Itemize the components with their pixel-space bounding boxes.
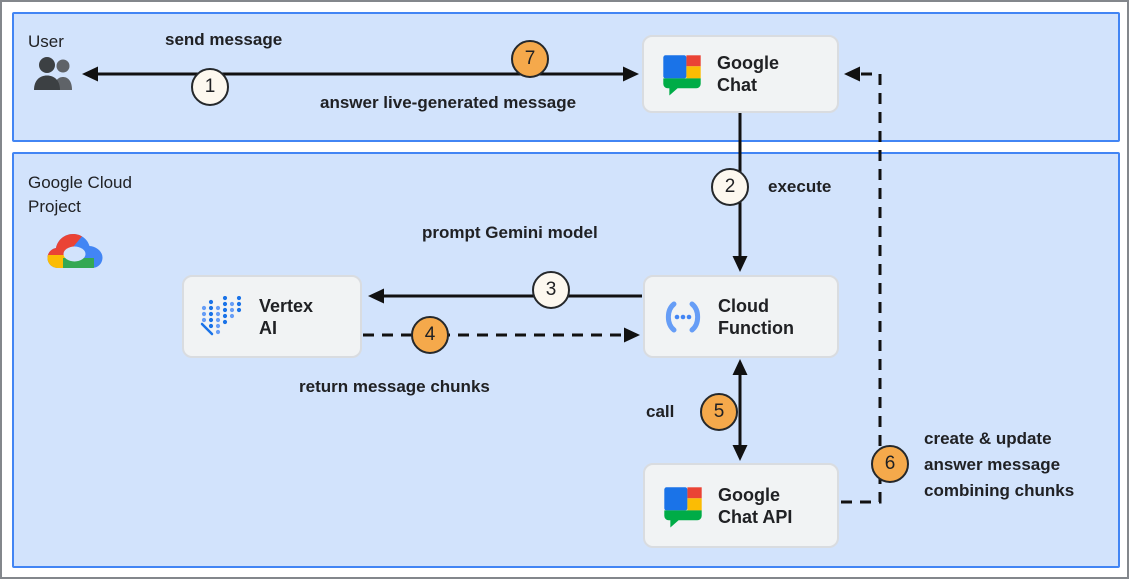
google-cloud-panel-label: Google Cloud Project (28, 171, 132, 219)
cloud-function-node-title: Cloud Function (718, 295, 794, 339)
google-chat-api-title-line2: Chat API (718, 506, 793, 527)
vertex-ai-icon (200, 295, 242, 335)
cloud-function-icon (665, 301, 701, 332)
flow-label-call: call (646, 402, 675, 421)
google-chat-title-line1: Google (717, 53, 779, 73)
google-chat-icon (663, 55, 701, 96)
flow-label-create-update-line3: combining chunks (924, 481, 1075, 500)
flow-label-create-update-line2: answer message (924, 455, 1061, 474)
google-chat-node: Google Chat (642, 35, 839, 113)
step-badge-1: 1 (191, 68, 229, 106)
google-chat-api-node-title: Google Chat API (718, 484, 792, 528)
google-chat-icon (664, 486, 702, 527)
google-cloud-panel-label-line1: Google Cloud (28, 173, 132, 192)
google-cloud-panel: Google Cloud Project (12, 152, 1120, 568)
step-badge-2: 2 (711, 168, 749, 206)
google-chat-api-title-line1: Google (718, 484, 780, 505)
flow-label-execute: execute (768, 177, 832, 196)
cloud-function-title-line2: Function (718, 317, 794, 338)
flow-label-return-chunks: return message chunks (299, 377, 490, 396)
vertex-ai-node: Vertex AI (182, 275, 362, 358)
google-chat-api-node: Google Chat API (643, 463, 839, 548)
vertex-ai-title-line1: Vertex (259, 295, 314, 316)
flow-label-send-message: send message (165, 30, 283, 49)
google-chat-title-line2: Chat (717, 75, 757, 95)
step-badge-7: 7 (511, 40, 549, 78)
step-badge-4: 4 (411, 316, 449, 354)
vertex-ai-node-title: Vertex AI (259, 295, 313, 339)
flow-label-prompt-gemini: prompt Gemini model (422, 223, 598, 242)
users-icon (34, 57, 72, 90)
flow-label-answer-message: answer live-generated message (320, 93, 577, 112)
google-chat-node-title: Google Chat (717, 52, 779, 96)
cloud-function-title-line1: Cloud (718, 295, 769, 316)
flow-label-create-update: create & update answer message combining… (924, 426, 1074, 504)
cloud-function-node: Cloud Function (643, 275, 839, 358)
user-panel-label: User (28, 32, 64, 51)
step-badge-5: 5 (700, 393, 738, 431)
google-cloud-icon (47, 234, 103, 268)
step-badge-3: 3 (532, 271, 570, 309)
flow-label-create-update-line1: create & update (924, 429, 1052, 448)
google-cloud-panel-label-line2: Project (28, 197, 81, 216)
step-badge-6: 6 (871, 445, 909, 483)
vertex-ai-title-line2: AI (259, 317, 277, 338)
